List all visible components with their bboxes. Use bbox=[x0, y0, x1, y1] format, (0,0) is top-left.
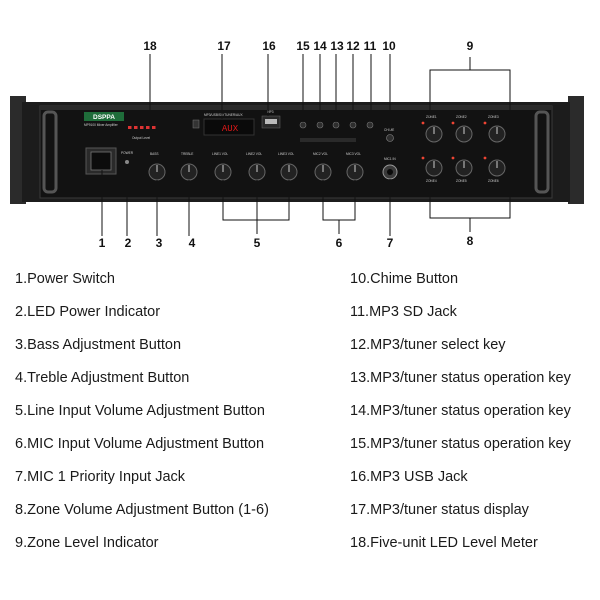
mic-label: MIC1 IN bbox=[384, 157, 396, 161]
callout-1: 1 bbox=[99, 236, 106, 250]
sd-card-slot[interactable] bbox=[192, 119, 200, 129]
zone-label-4: ZONE4 bbox=[426, 179, 437, 183]
usb-label: MP3 bbox=[267, 110, 274, 114]
callout-3: 3 bbox=[156, 236, 163, 250]
legend-item-2: 2.LED Power Indicator bbox=[15, 304, 161, 320]
callout-8: 8 bbox=[467, 234, 474, 248]
zone-level-led-6 bbox=[483, 156, 487, 160]
knob-label-line1: LINE1 VOL bbox=[212, 152, 228, 156]
legend-item-4: 4.Treble Adjustment Button bbox=[15, 370, 190, 386]
legend-item-12: 12.MP3/tuner select key bbox=[350, 337, 506, 353]
chime-label: CHIME bbox=[384, 128, 394, 132]
brand-logo: DSPPA bbox=[93, 114, 115, 121]
legend-item-5: 5.Line Input Volume Adjustment Button bbox=[15, 403, 265, 419]
legend-item-7: 7.MIC 1 Priority Input Jack bbox=[15, 469, 186, 485]
rack-ear-right bbox=[568, 96, 584, 204]
legend-item-8: 8.Zone Volume Adjustment Button (1-6) bbox=[15, 502, 269, 518]
zone-level-led-1 bbox=[421, 121, 425, 125]
display-header: MP3/USB/SD/TUNER/AUX bbox=[204, 113, 243, 117]
callout-15: 15 bbox=[296, 39, 310, 53]
callout-2: 2 bbox=[125, 236, 132, 250]
mp3-operation-button-15[interactable] bbox=[299, 121, 307, 129]
front-knobs: BASS TREBLE LINE1 VOL LINE2 VOL LINE3 VO… bbox=[148, 152, 364, 181]
callout-12: 12 bbox=[346, 39, 360, 53]
callout-7: 7 bbox=[387, 236, 394, 250]
zone-label-2: ZONE2 bbox=[456, 115, 467, 119]
front-panel bbox=[39, 105, 553, 199]
legend-item-10: 10.Chime Button bbox=[350, 271, 459, 287]
legend-item-13: 13.MP3/tuner status operation key bbox=[350, 370, 571, 386]
mp3-sd-button[interactable] bbox=[366, 121, 374, 129]
callout-18: 18 bbox=[143, 39, 157, 53]
callout-5: 5 bbox=[254, 236, 261, 250]
power-led bbox=[125, 160, 129, 164]
usb-jack[interactable] bbox=[265, 119, 277, 124]
legend-item-9: 9.Zone Level Indicator bbox=[15, 535, 159, 551]
knob-label-treble: TREBLE bbox=[181, 152, 193, 156]
knob-label-mic3: MIC3 VOL bbox=[346, 152, 361, 156]
legend-item-14: 14.MP3/tuner status operation key bbox=[350, 403, 571, 419]
legend-item-11: 11.MP3 SD Jack bbox=[350, 304, 457, 320]
zone-label-3: ZONE3 bbox=[488, 115, 499, 119]
chime-button[interactable] bbox=[386, 134, 394, 142]
legend-item-16: 16.MP3 USB Jack bbox=[350, 469, 468, 485]
zone-level-led-4 bbox=[421, 156, 425, 160]
zone-controls: ZONE1 ZONE2 ZONE3 ZONE4 ZONE5 ZONE6 bbox=[421, 115, 506, 183]
knob-label-mic2: MIC2 VOL bbox=[313, 152, 328, 156]
power-label: POWER bbox=[121, 151, 134, 155]
callout-16: 16 bbox=[262, 39, 276, 53]
zone-level-led-3 bbox=[483, 121, 487, 125]
mp3-mode-select-button[interactable] bbox=[349, 121, 357, 129]
led-level-meter: Output Level bbox=[128, 126, 156, 140]
callout-10: 10 bbox=[382, 39, 396, 53]
legend-item-15: 15.MP3/tuner status operation key bbox=[350, 436, 571, 452]
knob-label-line2: LINE2 VOL bbox=[246, 152, 262, 156]
callout-14: 14 bbox=[313, 39, 327, 53]
callout-13: 13 bbox=[330, 39, 344, 53]
handle-right bbox=[534, 110, 550, 194]
callout-4: 4 bbox=[189, 236, 196, 250]
handle-left bbox=[42, 110, 58, 194]
zone-label-5: ZONE5 bbox=[456, 179, 467, 183]
legend-item-1: 1.Power Switch bbox=[15, 271, 115, 287]
amplifier-front-panel-diagram: DSPPA MP9100 Mixer Amplifier Output Leve… bbox=[10, 39, 584, 250]
display-value: AUX bbox=[222, 124, 239, 134]
mp3-operation-button-14[interactable] bbox=[316, 121, 324, 129]
knob-label-bass: BASS bbox=[150, 152, 159, 156]
legend-item-6: 6.MIC Input Volume Adjustment Button bbox=[15, 436, 265, 452]
output-level-label: Output Level bbox=[132, 136, 150, 140]
legend-item-17: 17.MP3/tuner status display bbox=[350, 502, 529, 518]
mp3-operation-button-13[interactable] bbox=[332, 121, 340, 129]
zone-level-led-2 bbox=[451, 121, 455, 125]
zone-level-led-5 bbox=[451, 156, 455, 160]
mp3-status-display bbox=[203, 118, 255, 136]
callout-11: 11 bbox=[364, 39, 377, 53]
callout-9: 9 bbox=[467, 39, 474, 53]
brand-logo-badge bbox=[84, 112, 124, 121]
callout-6: 6 bbox=[336, 236, 343, 250]
callout-17: 17 bbox=[217, 39, 231, 53]
callout-numbers: 1 2 3 4 5 6 7 8 9 10 11 12 13 14 15 16 1… bbox=[99, 39, 474, 250]
callout-leader-lines bbox=[101, 54, 511, 236]
power-switch[interactable] bbox=[90, 151, 112, 171]
knob-label-line3: LINE3 VOL bbox=[278, 152, 294, 156]
legend-item-3: 3.Bass Adjustment Button bbox=[15, 337, 182, 353]
zone-label-6: ZONE6 bbox=[488, 179, 499, 183]
zone-label-1: ZONE1 bbox=[426, 115, 437, 119]
model-text: MP9100 Mixer Amplifier bbox=[84, 123, 119, 127]
legend-item-18: 18.Five-unit LED Level Meter bbox=[350, 535, 538, 551]
